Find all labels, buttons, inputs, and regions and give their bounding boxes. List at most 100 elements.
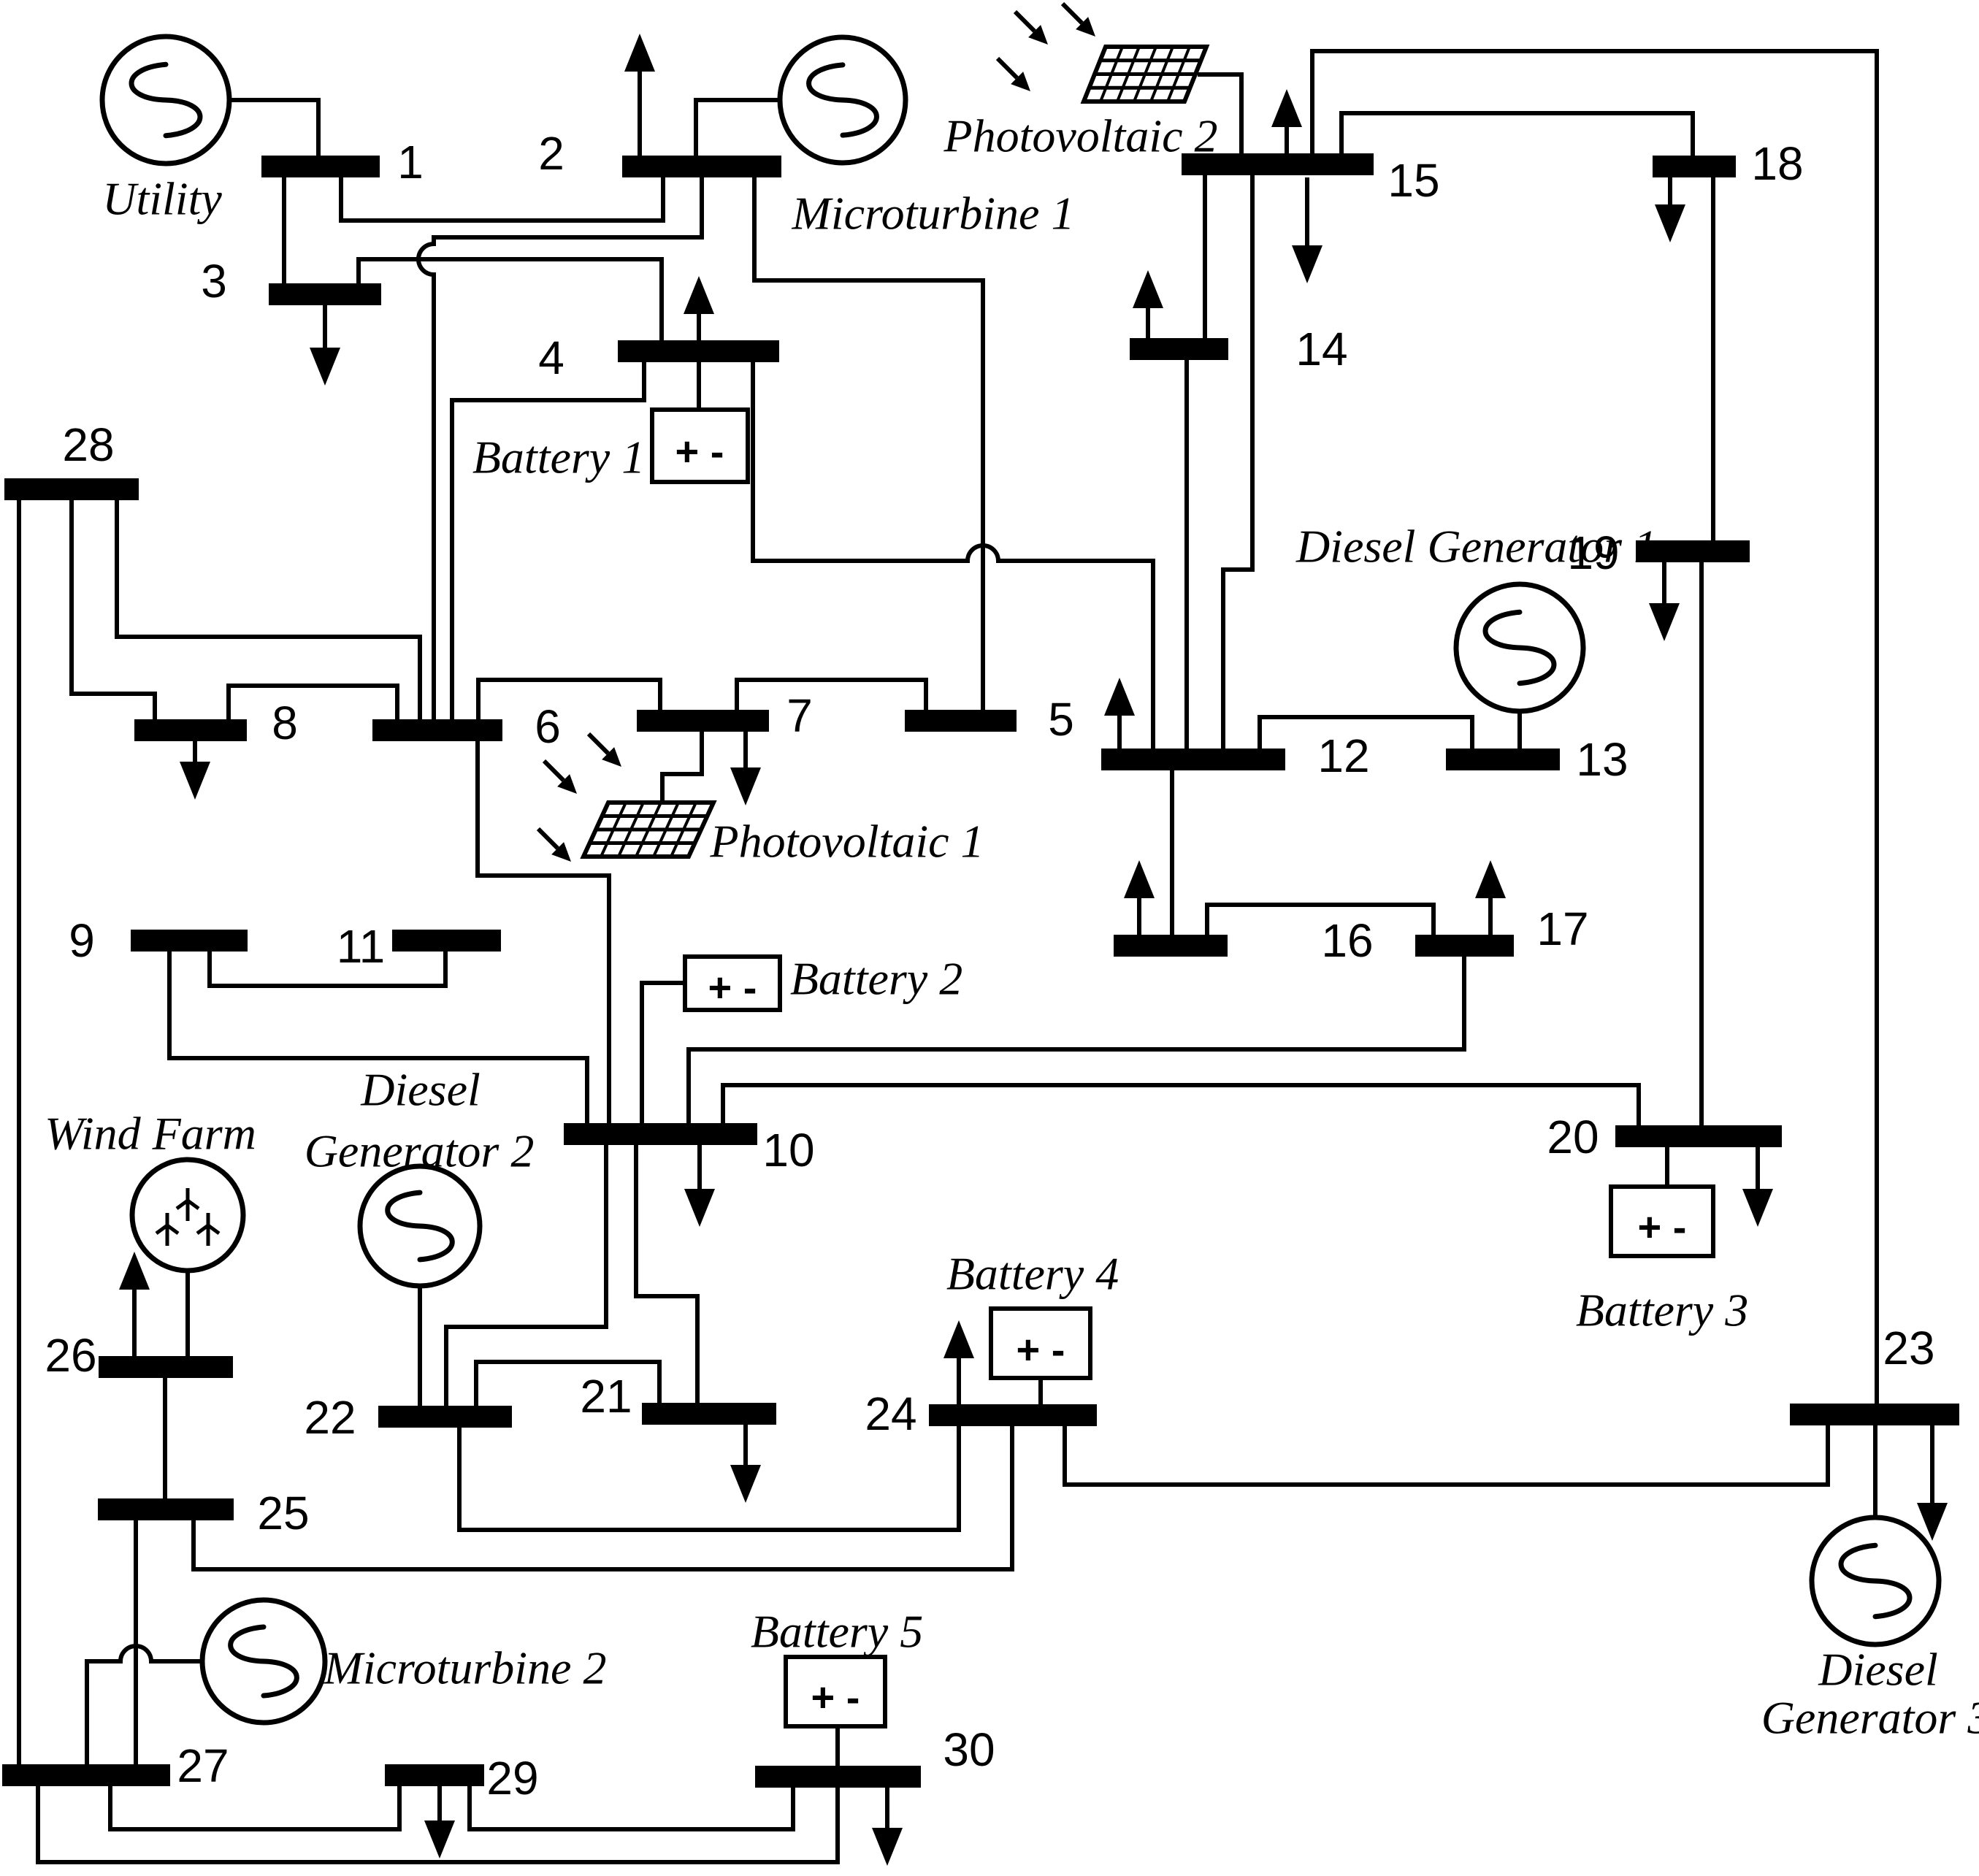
bus-3-load-arrowhead-icon xyxy=(310,348,340,386)
bus-6-label: 6 xyxy=(535,700,561,753)
photovoltaic-1-sun-arrowhead-icon xyxy=(602,747,621,767)
photovoltaic-1-sun-arrowhead-icon xyxy=(557,774,577,794)
branch-bus8-bus6 xyxy=(226,684,399,719)
bus-22-label: 22 xyxy=(304,1391,356,1444)
photovoltaic-2-label: Photovoltaic 2 xyxy=(943,110,1217,162)
diesel-generator-2-label: Generator 2 xyxy=(305,1125,535,1177)
battery-5-label: Battery 5 xyxy=(751,1606,923,1658)
bus-29-load-arrowhead-icon xyxy=(424,1821,455,1858)
photovoltaic-2-sun-arrowhead-icon xyxy=(1011,72,1030,91)
branch-bus29-bus30 xyxy=(467,1786,795,1831)
bus-12-bar xyxy=(1101,749,1285,770)
branch-bus2-bus5 xyxy=(752,177,985,710)
bus-7-load-arrowhead-icon xyxy=(730,767,761,805)
photovoltaic-2-sun-arrow-icon xyxy=(1013,9,1036,33)
bus-19-label: 19 xyxy=(1567,527,1619,579)
branch-bus12-bus13 xyxy=(1258,715,1474,749)
battery-2-polarity-symbol: + - xyxy=(708,965,757,1011)
bus-1-label: 1 xyxy=(397,136,424,188)
bus-6-bar xyxy=(372,719,502,741)
bus-13-bar xyxy=(1446,749,1560,770)
branch-bus24-bus23 xyxy=(1063,1425,1830,1487)
photovoltaic-2-sun-arrowhead-icon xyxy=(1028,25,1048,45)
photovoltaic-2-sun-arrowhead-icon xyxy=(1076,17,1095,37)
bus-21-label: 21 xyxy=(580,1370,632,1423)
bus-15-bar xyxy=(1182,153,1374,175)
diesel-generator-2-label: Diesel xyxy=(360,1064,481,1116)
branch-bus9-bus11 xyxy=(207,952,448,988)
branch-bus1-bus2 xyxy=(339,177,665,223)
bus-10-load-arrowhead-icon xyxy=(684,1189,715,1227)
bus-10-bar xyxy=(564,1123,757,1145)
microturbine-1-label: Microturbine 1 xyxy=(792,188,1075,240)
photovoltaic-2-sun-arrow-icon xyxy=(1060,1,1084,25)
wind-farm-turbine-blade-icon xyxy=(166,1223,180,1236)
battery-4-polarity-symbol: + - xyxy=(1017,1327,1065,1373)
microturbine-2-label: Microturbine 2 xyxy=(324,1642,607,1694)
bus-25-label: 25 xyxy=(257,1487,309,1539)
battery-3-label: Battery 3 xyxy=(1576,1285,1748,1336)
bus-20-label: 20 xyxy=(1547,1111,1599,1163)
bus-2-bar xyxy=(622,156,781,177)
bus-14-bar xyxy=(1130,338,1228,360)
bus-13-label: 13 xyxy=(1576,733,1628,786)
microturbine-2-connection xyxy=(85,1644,202,1764)
bus-8-label: 8 xyxy=(272,697,298,749)
battery-2-label: Battery 2 xyxy=(790,953,962,1005)
bus-15-load-arrowhead-icon xyxy=(1292,245,1322,283)
wind-farm-turbine-blade-icon xyxy=(155,1223,169,1236)
bus-5-label: 5 xyxy=(1048,693,1074,746)
battery-4-label: Battery 4 xyxy=(946,1248,1119,1300)
bus-24-label: 24 xyxy=(865,1387,916,1440)
photovoltaic-1-label: Photovoltaic 1 xyxy=(709,816,984,868)
wind-farm-turbine-blade-icon xyxy=(196,1223,210,1236)
branch-bus15-bus12 xyxy=(1221,175,1255,749)
diesel-generator-3-label: Generator 3 xyxy=(1761,1692,1979,1744)
bus-4-bar xyxy=(618,340,779,362)
bus-30-label: 30 xyxy=(943,1723,995,1776)
utility-connection xyxy=(229,98,321,156)
branch-bus15-bus18 xyxy=(1339,111,1695,156)
diesel-generator-1-sine-icon xyxy=(1482,609,1557,686)
bus-2-label: 2 xyxy=(538,127,564,180)
bus-22-bar xyxy=(378,1406,512,1428)
branch-bus27-bus29 xyxy=(108,1786,402,1831)
bus-16-generation-arrowhead-icon xyxy=(1124,860,1155,898)
bus-21-load-arrowhead-icon xyxy=(730,1465,761,1503)
branch-bus6-bus7 xyxy=(476,678,662,719)
bus-29-label: 29 xyxy=(486,1752,538,1804)
bus-11-label: 11 xyxy=(337,920,385,973)
bus-7-label: 7 xyxy=(786,689,813,742)
battery-1-box-icon xyxy=(650,407,750,484)
bus-26-label: 26 xyxy=(45,1329,96,1382)
bus-24-generation-arrowhead-icon xyxy=(943,1320,974,1358)
bus-9-label: 9 xyxy=(69,914,95,967)
bus-29-bar xyxy=(385,1764,484,1786)
bus-28-bar xyxy=(4,478,139,500)
battery-3-box-icon xyxy=(1609,1184,1715,1258)
branch-bus22-bus24 xyxy=(457,1426,961,1532)
bus-19-bar xyxy=(1636,540,1750,562)
branch-bus28-bus6 xyxy=(115,500,422,719)
branch-bus10-bus21 xyxy=(634,1145,700,1403)
wind-farm-label: Wind Farm xyxy=(45,1108,256,1160)
battery-2-box-icon xyxy=(683,954,782,1012)
bus-8-bar xyxy=(134,719,247,741)
bus-3-bar xyxy=(269,283,381,305)
branch-bus15-bus23 xyxy=(1310,49,1879,1404)
photovoltaic-1-sun-arrow-icon xyxy=(542,759,565,782)
bus-17-generation-arrowhead-icon xyxy=(1475,860,1506,898)
bus-20-bar xyxy=(1615,1125,1782,1147)
branch-bus22-bus21 xyxy=(474,1360,662,1406)
bus-9-bar xyxy=(131,930,248,952)
bus-18-bar xyxy=(1653,156,1736,177)
bus-7-bar xyxy=(637,710,769,732)
bus-14-generation-arrowhead-icon xyxy=(1133,270,1163,308)
battery-2-connection xyxy=(640,981,685,1123)
bus-24-bar xyxy=(929,1404,1097,1426)
bus-1-bar xyxy=(261,156,380,177)
bus-26-bar xyxy=(99,1356,233,1378)
branch-bus27-bus30 xyxy=(36,1786,840,1864)
diesel-generator-2-sine-icon xyxy=(385,1190,455,1263)
